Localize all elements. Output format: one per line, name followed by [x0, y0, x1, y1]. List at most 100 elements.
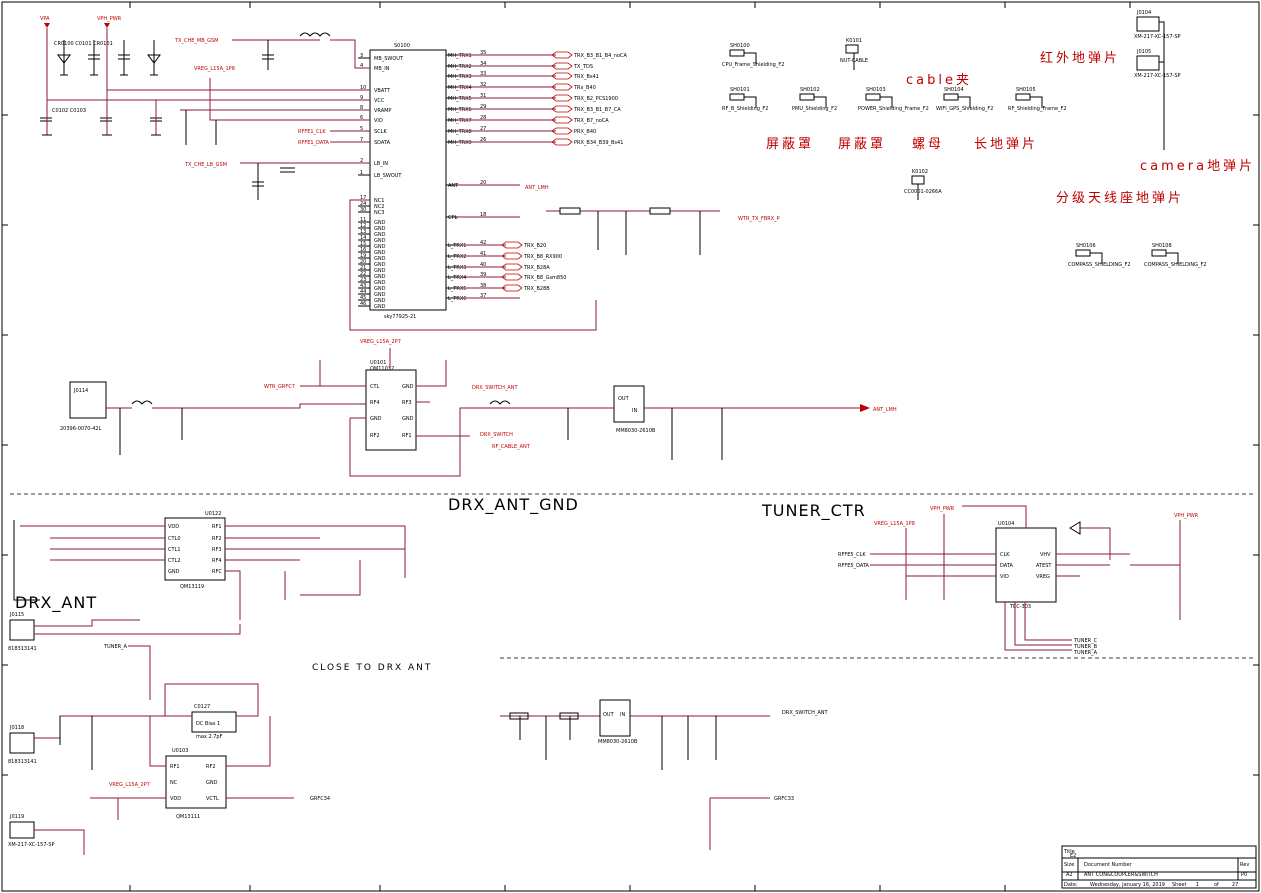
power-rails-top-left: VPA VPH_PWR CR0100 C0101 CR0101 C0102 C0… — [40, 16, 370, 136]
ic-main-left-pin-num: 21 — [360, 265, 366, 271]
shield-label: POWER_Shielding_Frame_F2 — [858, 106, 929, 112]
j0115-wires — [34, 619, 241, 635]
ic-main-net-label: TX_TDS — [573, 64, 593, 70]
ic-main-net-label: TRX_B28A — [523, 265, 550, 271]
vreg-vio-wire — [209, 78, 370, 121]
j0115-part: 818313141 — [8, 646, 37, 652]
ic-main-left-pin-name: GND — [374, 280, 386, 286]
u0122-pin-ctl0: CTL0 — [168, 536, 181, 542]
u0101-rf-loop — [349, 407, 480, 477]
ic-main-net-label: TRX_B3_B1_B7_CA — [573, 107, 621, 113]
ic-main-right-pin-name: L_TRX5 — [448, 286, 466, 292]
l0102 — [131, 400, 153, 405]
decap-labels: CR0100 C0101 CR0101 — [54, 41, 113, 47]
title-block-frame — [1061, 845, 1257, 889]
u0122-rfc-wire — [225, 560, 361, 620]
shield-label: PMU_Shielding_F2 — [792, 106, 837, 112]
shield-label: WIFI_GPS_Shielding_F2 — [936, 106, 994, 112]
j0114-body — [69, 381, 107, 419]
u0122-rf-wires — [225, 525, 406, 578]
u0104-pin-vio: VIO — [1000, 574, 1009, 580]
ic-main-left-pin-num: 1 — [360, 170, 363, 176]
cn-ir-spring: 红外地弹片 — [1040, 50, 1120, 66]
k0102-ref: K0102 — [912, 169, 928, 175]
u0122-pin-rfc: RFC — [212, 569, 222, 575]
ic-main-left-pin-num: 16 — [360, 247, 366, 253]
ic-main-right-pin-num: 29 — [480, 104, 486, 110]
ic-main-left-pin-name: GND — [374, 244, 386, 250]
ic-main-right-pin-name: L_TRX4 — [448, 275, 466, 281]
ic-main-left-pin-name: GND — [374, 298, 386, 304]
vpa-arrow — [44, 23, 50, 28]
ic-main-left-pin-num: 5 — [360, 126, 363, 132]
lpf2-body — [599, 699, 631, 737]
ic-main-left-pin-name: VIO — [374, 118, 383, 124]
ic-main-net-label: TRX_B28B — [523, 286, 550, 292]
j0119-body — [9, 821, 35, 839]
ic-main-right-pin-name: MH_TRX6 — [448, 107, 472, 113]
decap-row2-wires — [46, 90, 157, 135]
lpf2-part: MM8030-2610B — [598, 739, 638, 745]
shield-ref: SH0106 — [1076, 243, 1096, 249]
shield-gnd-wire — [744, 96, 757, 108]
ic-main-left-pin-name: GND — [374, 286, 386, 292]
dc-bias-loop — [164, 683, 259, 717]
title-drx-ant-gnd: DRX_ANT_GND — [448, 495, 579, 515]
ic-main-net-flag — [501, 263, 523, 271]
ic-main-right-pin-name: L_TRX2 — [448, 254, 466, 260]
net-ant-lmh-top: ANT_LMH — [525, 185, 549, 191]
ic-main-left-pin-num: 44 — [360, 289, 366, 295]
tb-title-value: E2 — [1070, 853, 1076, 859]
dc-bias-label: DC Bias 1 — [196, 721, 220, 727]
shield-ref: SH0103 — [866, 87, 886, 93]
ic-main-right-pin-name: L_TRX3 — [448, 265, 466, 271]
u0103-pin-gnd: GND — [206, 780, 218, 786]
shield-body — [1151, 249, 1167, 257]
lpf1-part: MM8030-2610B — [616, 428, 656, 434]
ic-main-left-pin-name: GND — [374, 268, 386, 274]
ic-main-left-pin-num: 10 — [360, 85, 366, 91]
tb-docnum-value: ANT CON&COUPLER&SWITCH — [1084, 872, 1158, 878]
ic-main-left-pin-num: 9 — [360, 95, 363, 101]
shield-ref: SH0108 — [1152, 243, 1172, 249]
u0101-pin-rf1: RF1 — [402, 433, 412, 439]
ic-main-net-label: PRX_B40 — [574, 129, 596, 135]
u0104-ref: U0104 — [998, 521, 1014, 527]
ic-main-net-flag — [551, 51, 573, 59]
ic-main-right-pin-num: 28 — [480, 115, 486, 121]
tuner-ctl-wires — [870, 528, 996, 600]
c0127-label: C0127 — [194, 704, 210, 710]
u0104-pin-data: DATA — [1000, 563, 1013, 569]
lpf1-in: IN — [632, 408, 637, 414]
shield-gnd-wire — [744, 52, 757, 64]
ic-main-net-label: TRX_B7_noCA — [573, 118, 609, 124]
ic-main-net-label: TRX_B8_RX900 — [523, 254, 562, 260]
u0101-pin-gnd2: GND — [402, 384, 414, 390]
tx-input-nets: TX_CHE_MB_GSM VREG_L15A_1P8 RFFE1_CLK RF… — [174, 32, 370, 200]
ic-main-left-pin-num: 14 — [360, 235, 366, 241]
j0104-j0105-wire — [1159, 21, 1165, 150]
net-vph-tuner-right: VPH_PWR — [1174, 513, 1199, 519]
d0100-diode — [1069, 521, 1081, 535]
ic-main-net-flag — [551, 116, 573, 124]
dc-bias-body — [191, 711, 237, 733]
net-rffe-data: RFFE1_DATA — [298, 140, 330, 146]
shield-ref: SH0105 — [1016, 87, 1036, 93]
shield-ref: SH0104 — [944, 87, 964, 93]
decap-plates — [88, 54, 130, 60]
shield-body — [799, 93, 815, 101]
ant-out-arrow — [860, 404, 870, 412]
ic-main-left-pin-name: GND — [374, 220, 386, 226]
net-tuner-a-right: TUNER_A — [1073, 650, 1098, 656]
shield-body — [729, 49, 745, 57]
u0122-pin-ctl2: CTL2 — [168, 558, 181, 564]
vph-arrow — [104, 23, 110, 28]
u0104-pin-vhv: VHV — [1040, 552, 1051, 558]
ic-main-left-pin-num: 11 — [360, 217, 366, 223]
tb-sheet-value: 1 — [1196, 882, 1199, 888]
lpf2-out: OUT — [603, 712, 615, 718]
u0122-part: QM13119 — [180, 584, 204, 590]
j0104-ref: J0104 — [1136, 10, 1151, 16]
